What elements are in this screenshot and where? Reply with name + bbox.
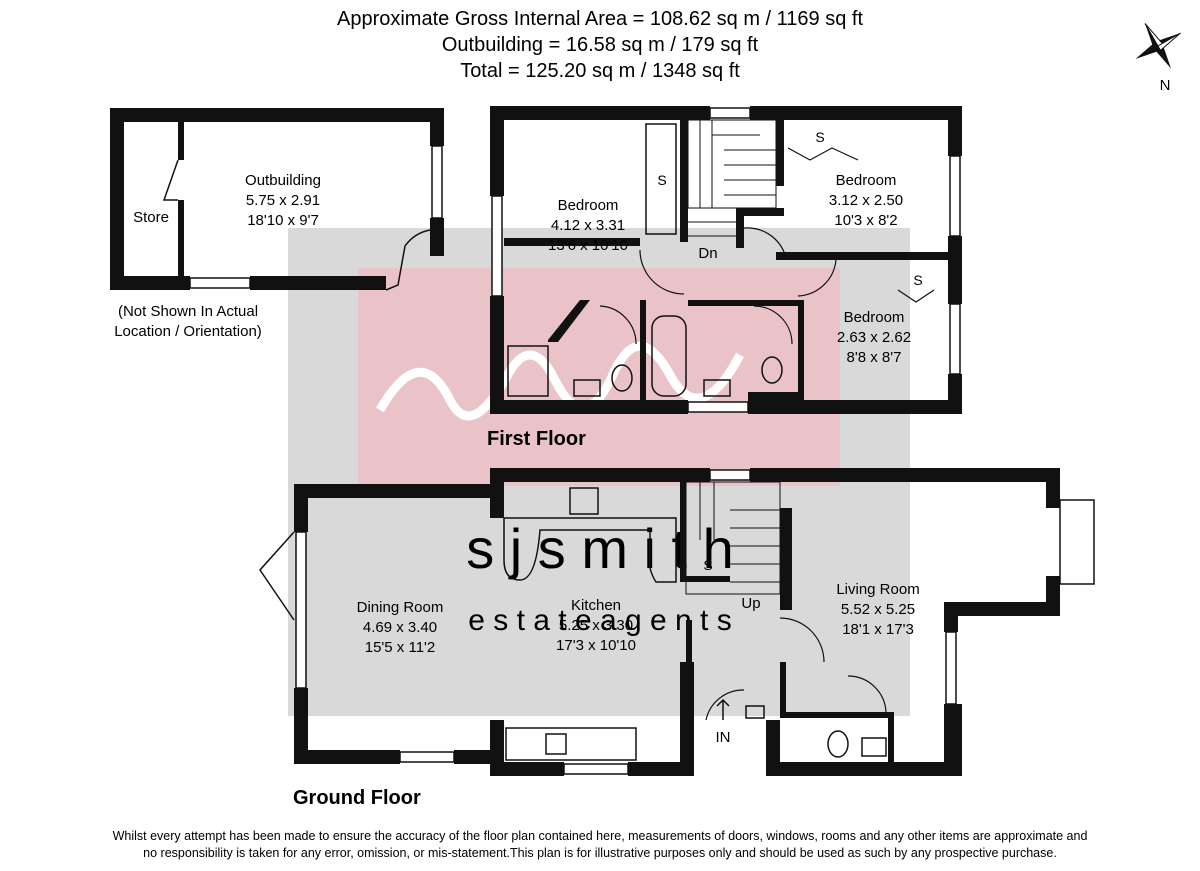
outbuilding-window [431,145,443,219]
gross-area-line: Approximate Gross Internal Area = 108.62… [336,8,864,30]
first-floor-title: First Floor [487,428,586,450]
entrance-label: IN [716,729,731,746]
storage-label: S [703,557,712,573]
toilet-icon [761,356,783,384]
basin-icon [703,379,731,397]
kitchen-worktop [503,517,677,583]
bedroom1-name: Bedroom [558,197,619,214]
sink-icon [545,733,567,755]
wardrobe [645,123,677,235]
door-swing [743,227,785,253]
ground-floor-title: Ground Floor [293,787,421,809]
first-floor-window [687,401,749,413]
dining-name: Dining Room [357,599,444,616]
door-swing [753,305,793,345]
kitchen-imperial: 17'3 x 10'10 [556,637,636,654]
living-metric: 5.52 x 5.25 [841,601,915,618]
entrance-arrow-icon [716,698,730,720]
bifold-doors [259,531,295,621]
stairs-up-label: Up [741,595,760,612]
watermark-signature-icon [376,341,744,421]
toilet-icon [827,730,849,758]
bedroom2-imperial: 10'3 x 8'2 [834,212,897,229]
wall [110,108,124,290]
bedroom3-metric: 2.63 x 2.62 [837,329,911,346]
stairs-down-label: Dn [698,245,717,262]
ground-floor-window [295,531,307,689]
hob-icon [569,487,599,515]
first-floor-stairs [687,119,777,237]
disclaimer-line2: no responsibility is taken for any error… [143,846,1057,860]
door-swing [797,259,837,297]
outbuilding-note-line1: (Not Shown In Actual [118,303,258,320]
outbuilding-imperial: 18'10 x 9'7 [247,212,319,229]
basin-icon [861,737,887,757]
storage-label: S [913,272,922,288]
ground-floor-window [399,751,455,763]
outbuilding-window [189,277,251,289]
bedroom2-name: Bedroom [836,172,897,189]
living-imperial: 18'1 x 17'3 [842,621,914,638]
door-swing [599,305,637,345]
compass-rose-icon [1135,23,1181,69]
store-label: Store [133,209,169,226]
first-floor-window [491,195,503,297]
bedroom1-metric: 4.12 x 3.31 [551,217,625,234]
first-floor-plan [490,106,962,414]
bedroom3-imperial: 8'8 x 8'7 [847,349,902,366]
storage-label: S [657,172,666,188]
outbuilding-metric: 5.75 x 2.91 [246,192,320,209]
kitchen-metric: 5.25 x 3.30 [559,617,633,634]
door-swing [847,675,887,713]
bath-icon [651,315,687,397]
living-name: Living Room [836,581,919,598]
ground-floor-stairs [685,481,781,595]
storage-label: S [815,129,824,145]
outbuilding-plan [110,108,444,290]
front-door-swing [705,689,745,721]
bedroom3-name: Bedroom [844,309,905,326]
outbuilding-name: Outbuilding [245,172,321,189]
ground-floor-window [945,631,957,705]
outbuilding-note-line2: Location / Orientation) [114,323,262,340]
disclaimer-line1: Whilst every attempt has been made to en… [112,829,1088,843]
ground-floor-window [563,763,629,775]
first-floor-window [949,303,961,375]
door-swing [639,249,685,295]
kitchen-counter [505,727,637,761]
outbuilding-door-swing [385,229,431,291]
ground-floor-plan [294,468,1060,776]
kitchen-name: Kitchen [571,597,621,614]
bedroom2-metric: 3.12 x 2.50 [829,192,903,209]
bedroom1-imperial: 13'6 x 10'10 [548,237,628,254]
ground-floor-window [709,469,751,481]
total-area-line: Total = 125.20 sq m / 1348 sq ft [460,60,740,82]
door-swing [779,617,825,663]
bay-window [1059,499,1095,585]
first-floor-window [709,107,751,119]
shower-tray-icon [507,345,549,397]
wardrobe-doors [787,147,859,161]
dining-imperial: 15'5 x 11'2 [365,639,436,656]
first-floor-window [949,155,961,237]
dining-metric: 4.69 x 3.40 [363,619,437,636]
store-door-swing [162,159,179,201]
toilet-icon [611,364,633,392]
compass-north-label: N [1160,77,1171,94]
disclaimer: Whilst every attempt has been made to en… [40,828,1160,862]
meter-cupboard [745,705,765,719]
wardrobe-doors [897,289,935,303]
basin-icon [573,379,601,397]
outbuilding-area-line: Outbuilding = 16.58 sq m / 179 sq ft [441,34,759,56]
wall [110,108,444,122]
watermark-brand: s j s m i t h [466,517,734,580]
